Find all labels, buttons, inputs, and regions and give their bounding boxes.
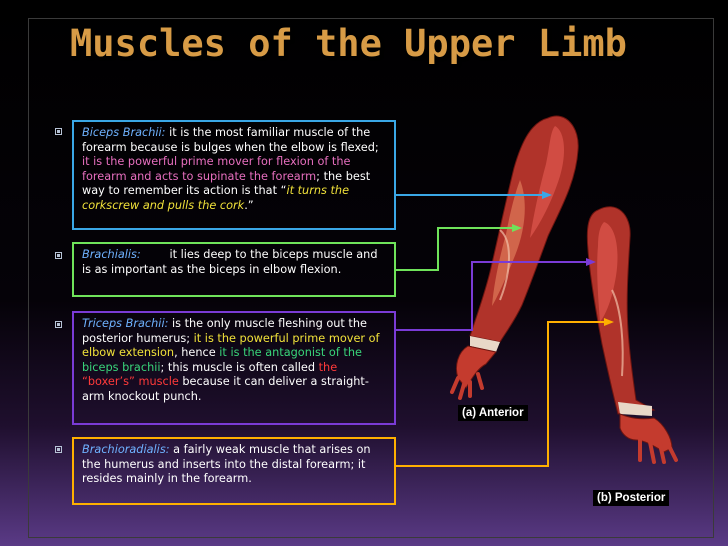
- bullet-marker: [55, 252, 62, 259]
- bullet-text: ; the best way to remember its action is…: [82, 169, 371, 198]
- anterior-arm: [450, 115, 579, 400]
- bullet-text-highlight: it is the powerful prime mover of elbow …: [82, 331, 380, 360]
- bullet-text-highlight: it is the powerful prime mover for flexi…: [82, 155, 351, 183]
- caption-posterior: (b) Posterior: [593, 490, 670, 506]
- connector-triceps: [396, 258, 596, 331]
- connector-biceps: [396, 191, 552, 199]
- bullet-text-highlight: the “boxer’s” muscle: [82, 360, 338, 389]
- bullet-text: it lies deep to the biceps muscle and is…: [82, 248, 382, 276]
- muscle-name: Triceps Brachii:: [82, 317, 169, 330]
- slide-title: Muscles of the Upper Limb: [70, 22, 627, 65]
- bullet-text: it is the most familiar muscle of the fo…: [82, 126, 379, 154]
- muscle-name: Brachialis:: [82, 248, 141, 261]
- bullet-brachialis: Brachialis: it lies deep to the biceps m…: [72, 242, 396, 297]
- bullet-text: ; this muscle is often called: [160, 360, 316, 374]
- bullet-text: is the only muscle fleshing out the post…: [82, 317, 367, 345]
- bullet-biceps-brachii: Biceps Brachii: it is the most familiar …: [72, 120, 396, 230]
- bullet-text-highlight: it is the antagonist of the biceps brach…: [82, 346, 362, 374]
- posterior-arm: [586, 206, 678, 464]
- bullet-marker: [55, 128, 62, 135]
- bullet-text: a fairly weak muscle that arises on the …: [82, 443, 371, 486]
- bullet-text: because it can deliver a straight-arm kn…: [82, 375, 369, 403]
- bullet-marker: [55, 446, 62, 453]
- muscle-name: Brachioradialis:: [82, 443, 170, 456]
- slide-frame: [28, 18, 714, 538]
- muscle-name: Biceps Brachii:: [82, 126, 166, 139]
- connector-brachioradialis: [396, 318, 614, 467]
- bullet-triceps-brachii: Triceps Brachii: is the only muscle fles…: [72, 311, 396, 425]
- connector-brachialis: [396, 224, 522, 271]
- bullet-text: , hence: [174, 346, 216, 360]
- bullet-brachioradialis: Brachioradialis: a fairly weak muscle th…: [72, 437, 396, 505]
- bullet-text: .”: [244, 198, 254, 212]
- bullet-quote: it turns the corkscrew and pulls the cor…: [82, 184, 350, 212]
- bullet-marker: [55, 321, 62, 328]
- caption-anterior: (a) Anterior: [458, 405, 528, 421]
